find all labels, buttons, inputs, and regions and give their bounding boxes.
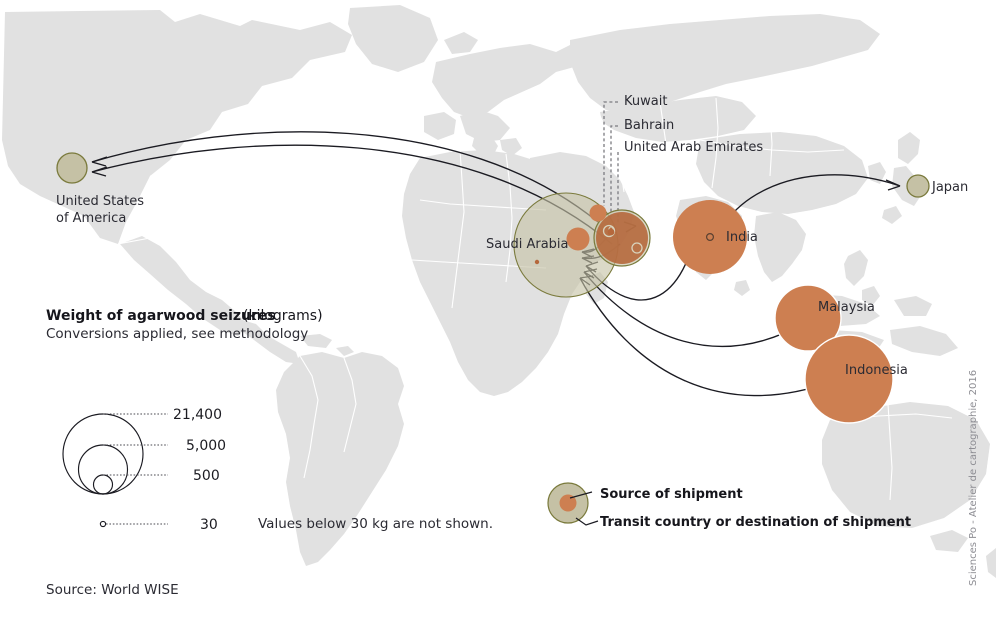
legend-circle-500 <box>92 474 114 495</box>
flow-arc-indonesia-saudi <box>579 277 837 397</box>
marker-bahrain[interactable] <box>607 228 615 236</box>
legend-value-21400: 21,400 <box>173 407 222 423</box>
legend-circle-30 <box>99 520 107 528</box>
marker-kuwait[interactable] <box>589 204 607 222</box>
marker-united-states[interactable] <box>56 152 88 184</box>
marker-japan[interactable] <box>906 174 930 198</box>
basemap-borders <box>117 79 953 501</box>
marker-labels: United States of America Japan Saudi Ara… <box>56 94 968 378</box>
legend-pointer-transit <box>575 517 599 526</box>
legend-subtitle: Conversions applied, see methodology <box>46 326 308 342</box>
label-kuwait: Kuwait <box>624 94 667 109</box>
country-markers <box>56 152 930 424</box>
label-japan: Japan <box>931 180 968 195</box>
label-leader-lines <box>603 101 619 230</box>
legend-label-source: Source of shipment <box>600 487 743 502</box>
marker-indonesia[interactable] <box>804 334 894 424</box>
basemap-landmasses <box>2 5 996 578</box>
legend-value-30: 30 <box>200 517 218 533</box>
legend-note: Values below 30 kg are not shown. <box>258 516 493 532</box>
flow-arc-gulf-usa-1 <box>91 131 599 223</box>
label-united-states-line1: United States <box>56 194 144 209</box>
label-malaysia: Malaysia <box>818 300 875 315</box>
size-legend: Weight of agarwood seizures (kilograms) … <box>46 308 493 533</box>
marker-malaysia[interactable] <box>774 284 842 352</box>
label-bahrain: Bahrain <box>624 118 674 133</box>
leader-line-kuwait <box>603 101 618 206</box>
label-united-arab-emirates: United Arab Emirates <box>624 140 763 155</box>
flow-arc-malaysia-saudi <box>583 271 807 347</box>
label-saudi-arabia: Saudi Arabia <box>486 237 569 252</box>
legend-title-unit: (kilograms) <box>243 308 323 324</box>
legend-value-500: 500 <box>193 468 220 484</box>
label-indonesia: Indonesia <box>845 363 908 378</box>
marker-united-arab-emirates[interactable] <box>593 209 651 267</box>
legend-circle-5000 <box>77 444 129 495</box>
legend-pointer-source <box>569 491 593 499</box>
marker-india[interactable] <box>673 200 747 274</box>
credit-note: Sciences Po - Atelier de cartographie, 2… <box>968 370 979 586</box>
marker-minor-dot <box>534 259 540 265</box>
legend-circle-21400 <box>62 413 144 495</box>
symbol-legend: Source of shipment Transit country or de… <box>547 482 911 530</box>
legend-symbol-source-circle <box>559 494 577 512</box>
legend-label-transit: Transit country or destination of shipme… <box>600 515 911 530</box>
source-note: Source: World WISE <box>46 582 179 598</box>
label-india: India <box>726 230 758 245</box>
leader-line-bahrain <box>610 125 618 230</box>
label-united-states-line2: of America <box>56 211 126 226</box>
legend-title-bold: Weight of agarwood seizures <box>46 308 276 324</box>
legend-value-5000: 5,000 <box>186 438 226 454</box>
